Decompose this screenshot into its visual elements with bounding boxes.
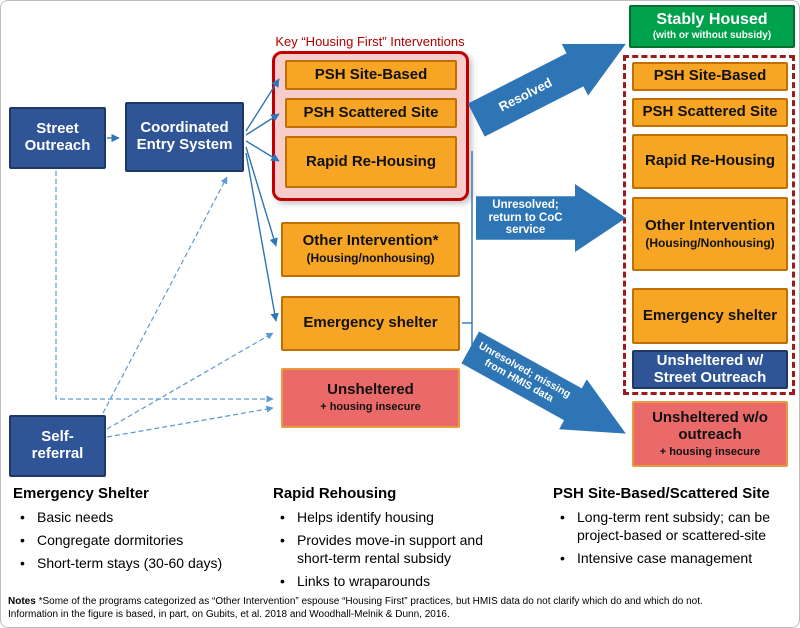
right-unsheltered-without-outreach-label: Unsheltered w/o outreach — [652, 409, 768, 443]
unresolved-return-arrow-label: Unresolved; return to CoC service — [488, 198, 563, 237]
mid-unsheltered-label: Unsheltered — [327, 381, 414, 399]
stably-housed-box: Stably Housed (with or without subsidy) — [629, 5, 795, 48]
legend-bullet-text: Short-term stays (30-60 days) — [37, 554, 223, 571]
mid-emergency-shelter-box: Emergency shelter — [281, 296, 460, 351]
legend-bullet: Links to wraparounds — [273, 573, 515, 591]
right-psh-scattered-label: PSH Scattered Site — [642, 103, 778, 121]
unresolved-missing-arrow-label: Unresolved; missing from HMIS data — [476, 339, 573, 405]
right-unsheltered-without-outreach-sublabel: + housing insecure — [659, 445, 761, 458]
mid-psh-site-based-box: PSH Site-Based — [285, 60, 457, 90]
notes-line-1: Notes *Some of the programs categorized … — [8, 595, 796, 608]
legend-bullet-text: Helps identify housing — [297, 509, 434, 525]
legend-psh-title: PSH Site-Based/Scattered Site — [553, 485, 770, 502]
stably-housed-label: Stably Housed — [656, 11, 768, 29]
legend-bullet: Basic needs — [13, 509, 265, 527]
notes-text-1: *Some of the programs categorized as “Ot… — [38, 596, 703, 607]
unresolved-missing-arrow: Unresolved; missing from HMIS data — [456, 322, 639, 458]
legend-emergency-shelter-list: Basic needs Congregate dormitories Short… — [13, 509, 265, 573]
right-emergency-shelter-label: Emergency shelter — [642, 306, 778, 324]
legend-bullet-text: Intensive case management — [577, 549, 753, 566]
legend-rapid-rehousing: Rapid Rehousing Helps identify housing P… — [273, 485, 515, 596]
mid-unsheltered-sublabel: + housing insecure — [320, 401, 421, 414]
right-other-intervention-box: Other Intervention (Housing/Nonhousing) — [632, 197, 788, 271]
mid-psh-site-based-label: PSH Site-Based — [314, 65, 428, 83]
legend-rapid-rehousing-list: Helps identify housing Provides move-in … — [273, 509, 515, 591]
legend-bullet: Long-term rent subsidy; can be project-b… — [553, 509, 789, 545]
self-referral-box: Self-referral — [9, 415, 106, 477]
unresolved-return-arrow: Unresolved; return to CoC service — [476, 184, 626, 252]
right-rapid-rehousing-box: Rapid Re-Housing — [632, 134, 788, 189]
legend-bullet: Congregate dormitories — [13, 532, 265, 550]
mid-rapid-rehousing-label: Rapid Re-Housing — [306, 152, 436, 170]
mid-other-intervention-sublabel: (Housing/nonhousing) — [306, 251, 435, 266]
right-other-intervention-sublabel: (Housing/Nonhousing) — [645, 235, 775, 250]
notes-text-2: Information in the figure is based, in p… — [8, 609, 450, 621]
mid-rapid-rehousing-box: Rapid Re-Housing — [285, 136, 457, 188]
right-psh-site-based-box: PSH Site-Based — [632, 62, 788, 91]
self-referral-label: Self-referral — [31, 428, 84, 462]
right-psh-scattered-box: PSH Scattered Site — [632, 98, 788, 127]
right-unsheltered-with-outreach-box: Unsheltered w/ Street Outreach — [632, 350, 788, 389]
mid-psh-scattered-label: PSH Scattered Site — [303, 103, 439, 121]
mid-emergency-shelter-label: Emergency shelter — [303, 314, 438, 332]
mid-unsheltered-box: Unsheltered + housing insecure — [281, 368, 460, 428]
notes-line-2: Information in the figure is based, in p… — [8, 608, 796, 621]
right-emergency-shelter-box: Emergency shelter — [632, 288, 788, 344]
legend-bullet: Intensive case management — [553, 550, 789, 568]
mid-psh-scattered-box: PSH Scattered Site — [285, 98, 457, 128]
resolved-arrow-label: Resolved — [496, 74, 555, 115]
key-interventions-title: Key “Housing First” Interventions — [275, 34, 465, 49]
legend-bullet-text: Links to wraparounds — [297, 572, 431, 589]
dashed-referral-arrows — [55, 171, 274, 438]
legend-psh-list: Long-term rent subsidy; can be project-b… — [553, 509, 789, 568]
legend-emergency-shelter-title: Emergency Shelter — [13, 485, 149, 502]
right-unsheltered-without-outreach-box: Unsheltered w/o outreach + housing insec… — [632, 401, 788, 467]
notes-label: Notes — [8, 596, 36, 607]
mid-other-intervention-label: Other Intervention* — [302, 232, 439, 250]
legend-bullet-text: Long-term rent subsidy; can be project-b… — [577, 509, 770, 543]
coordinated-entry-label: Coordinated Entry System — [136, 119, 233, 153]
right-rapid-rehousing-label: Rapid Re-Housing — [645, 152, 775, 170]
legend-bullet: Helps identify housing — [273, 509, 515, 527]
figure-notes: Notes *Some of the programs categorized … — [8, 595, 796, 621]
right-unsheltered-with-outreach-label: Unsheltered w/ Street Outreach — [653, 351, 767, 386]
legend-bullet: Provides move-in support and short-term … — [273, 532, 515, 568]
coordinated-entry-box: Coordinated Entry System — [125, 102, 244, 172]
stably-housed-sublabel: (with or without subsidy) — [652, 30, 772, 42]
legend-bullet-text: Basic needs — [37, 509, 114, 525]
legend-bullet-text: Provides move-in support and short-term … — [297, 531, 483, 566]
mid-other-intervention-box: Other Intervention* (Housing/nonhousing) — [281, 222, 460, 277]
right-psh-site-based-label: PSH Site-Based — [653, 67, 767, 85]
street-outreach-box: Street Outreach — [9, 107, 106, 169]
legend-rapid-rehousing-title: Rapid Rehousing — [273, 485, 397, 502]
legend-bullet-text: Congregate dormitories — [37, 531, 184, 548]
legend-emergency-shelter: Emergency Shelter Basic needs Congregate… — [13, 485, 265, 578]
legend-bullet: Short-term stays (30-60 days) — [13, 555, 265, 573]
street-outreach-label: Street Outreach — [24, 120, 91, 154]
right-other-intervention-label: Other Intervention — [644, 216, 775, 234]
legend-psh: PSH Site-Based/Scattered Site Long-term … — [553, 485, 789, 573]
